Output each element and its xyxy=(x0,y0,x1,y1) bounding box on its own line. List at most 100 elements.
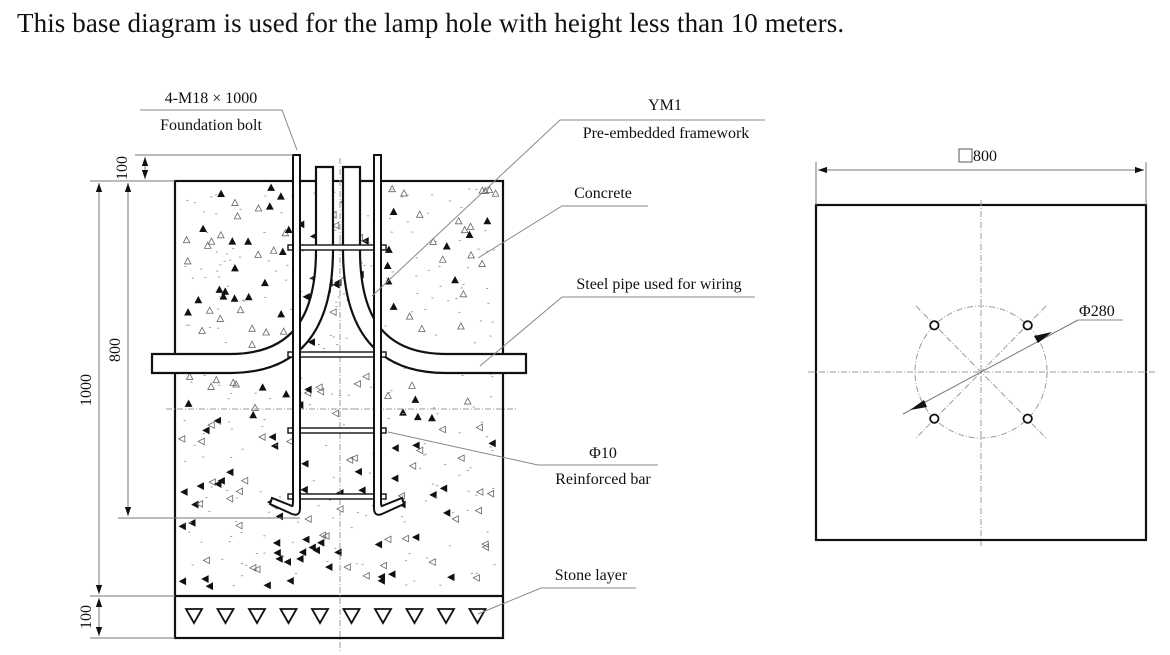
aggregate-dot xyxy=(388,392,391,393)
aggregate-mark xyxy=(439,484,448,493)
aggregate-dot xyxy=(438,265,441,267)
aggregate-dot xyxy=(264,297,267,298)
aggregate-mark xyxy=(268,433,276,441)
aggregate-mark xyxy=(182,235,191,244)
aggregate-dot xyxy=(339,241,342,243)
label-stone-layer: Stone layer xyxy=(555,567,628,584)
aggregate-mark xyxy=(325,563,333,571)
dim-arrow xyxy=(910,400,927,410)
aggregate-mark xyxy=(463,397,472,405)
stone-symbol xyxy=(278,608,299,625)
aggregate-dot xyxy=(218,276,221,278)
aggregate-mark xyxy=(442,242,451,250)
aggregate-dot xyxy=(208,510,211,512)
aggregate-mark xyxy=(332,280,340,289)
label-rebar-name: Reinforced bar xyxy=(555,471,651,488)
aggregate-dot xyxy=(458,432,461,434)
aggregate-mark xyxy=(384,245,393,253)
aggregate-mark xyxy=(475,423,483,432)
aggregate-mark xyxy=(226,468,234,477)
stone-symbol xyxy=(373,608,393,625)
aggregate-dot xyxy=(267,511,270,513)
aggregate-mark xyxy=(408,462,417,470)
aggregate-dot xyxy=(364,515,368,517)
aggregate-mark xyxy=(277,310,286,318)
aggregate-mark xyxy=(207,421,215,429)
aggregate-mark xyxy=(447,573,455,582)
aggregate-mark xyxy=(198,326,207,334)
aggregate-dot xyxy=(335,301,338,303)
aggregate-mark xyxy=(215,285,224,293)
aggregate-dot xyxy=(216,308,220,310)
aggregate-dot xyxy=(323,348,326,350)
aggregate-dot xyxy=(193,202,197,204)
dim-arrow xyxy=(1034,332,1052,343)
aggregate-dot xyxy=(342,424,345,426)
aggregate-dot xyxy=(487,302,490,304)
aggregate-mark xyxy=(270,442,279,450)
aggregate-dot xyxy=(466,470,469,471)
aggregate-dot xyxy=(475,572,478,574)
aggregate-dot xyxy=(473,342,477,344)
aggregate-mark xyxy=(202,426,210,435)
aggregate-mark xyxy=(273,548,281,557)
aggregate-dot xyxy=(415,257,418,259)
aggregate-mark xyxy=(298,548,307,557)
stone-symbol xyxy=(184,608,204,625)
aggregate-dot xyxy=(200,541,203,543)
aggregate-mark xyxy=(229,378,238,386)
bolt-hole xyxy=(929,413,940,424)
aggregate-dot xyxy=(451,512,455,514)
aggregate-mark xyxy=(454,216,463,225)
aggregate-dot xyxy=(345,337,348,339)
aggregate-mark xyxy=(415,446,424,455)
aggregate-mark xyxy=(451,275,459,284)
aggregate-dot xyxy=(434,240,438,242)
aggregate-dot xyxy=(436,485,439,487)
aggregate-mark xyxy=(296,554,304,563)
aggregate-dot xyxy=(484,230,487,232)
aggregate-dot xyxy=(254,392,257,394)
aggregate-dot xyxy=(312,480,315,482)
aggregate-mark xyxy=(254,250,263,258)
aggregate-mark xyxy=(235,521,243,530)
dim-bolt-embed: 800 xyxy=(107,338,124,362)
aggregate-dot xyxy=(230,392,233,394)
aggregate-dot xyxy=(224,342,227,344)
aggregate-dot xyxy=(325,445,328,447)
aggregate-dot xyxy=(448,200,451,202)
aggregate-dot xyxy=(444,464,447,466)
aggregate-mark xyxy=(438,255,447,263)
aggregate-dot xyxy=(263,232,266,234)
aggregate-dot xyxy=(338,395,342,397)
aggregate-dot xyxy=(431,297,434,299)
aggregate-dot xyxy=(203,375,206,377)
aggregate-dot xyxy=(239,208,242,210)
aggregate-dot xyxy=(300,291,303,293)
aggregate-dot xyxy=(461,374,464,376)
aggregate-dot xyxy=(468,188,471,190)
aggregate-mark xyxy=(244,292,253,301)
aggregate-dot xyxy=(238,256,242,258)
aggregate-dot xyxy=(210,196,213,198)
aggregate-dot xyxy=(460,287,463,289)
aggregate-mark xyxy=(457,454,465,463)
aggregate-mark xyxy=(203,241,212,249)
aggregate-dot xyxy=(240,532,243,533)
aggregate-dot xyxy=(360,262,363,264)
aggregate-dot xyxy=(264,195,267,197)
aggregate-dot xyxy=(191,277,195,279)
aggregate-dot xyxy=(493,564,496,566)
rebar xyxy=(287,244,387,251)
aggregate-dot xyxy=(439,584,442,586)
aggregate-mark xyxy=(308,543,316,552)
aggregate-dot xyxy=(429,562,432,564)
aggregate-mark xyxy=(180,488,188,496)
aggregate-mark xyxy=(362,372,370,381)
aggregate-mark xyxy=(236,305,245,314)
aggregate-mark xyxy=(231,198,239,206)
aggregate-mark xyxy=(216,230,225,239)
aggregate-dot xyxy=(186,199,189,201)
aggregate-dot xyxy=(332,476,335,478)
foundation-bolts xyxy=(268,154,406,516)
